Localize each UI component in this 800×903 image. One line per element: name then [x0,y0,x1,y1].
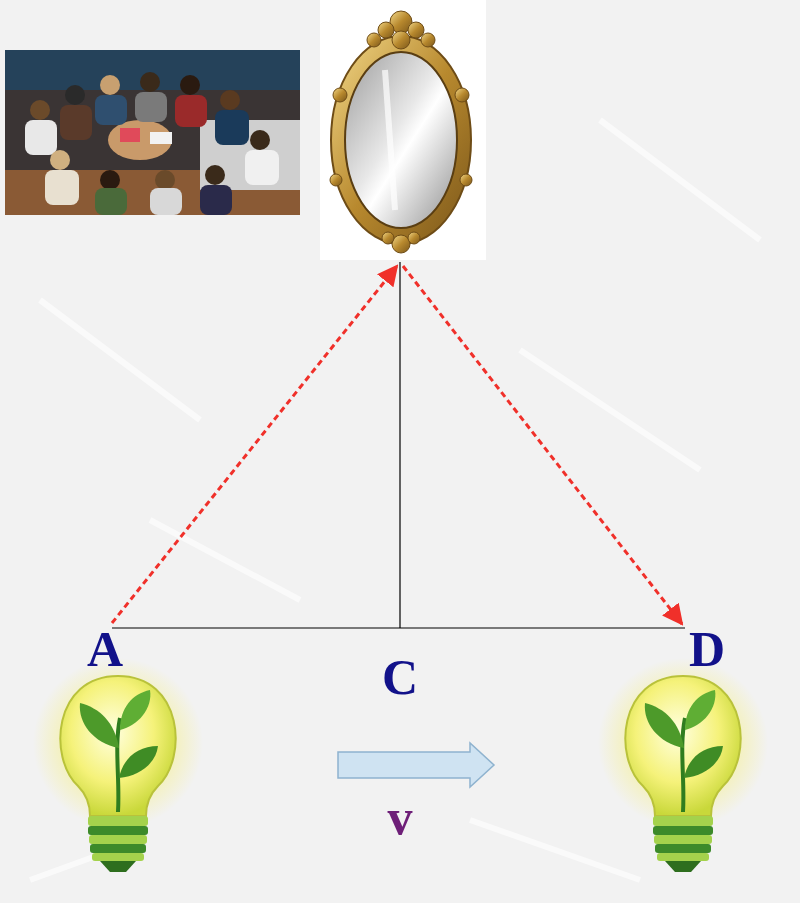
point-label: C [382,652,418,702]
baseline [112,627,685,628]
velocity-label: v [388,792,413,842]
point-label: A [87,624,123,674]
students-photo [5,50,300,215]
light-path [403,266,682,624]
light-path [112,266,397,623]
velocity-arrow [338,743,494,787]
bulb [33,658,203,872]
mirror [320,0,486,260]
point-label: D [689,624,725,674]
bulb [598,658,768,872]
height-line [399,262,400,628]
